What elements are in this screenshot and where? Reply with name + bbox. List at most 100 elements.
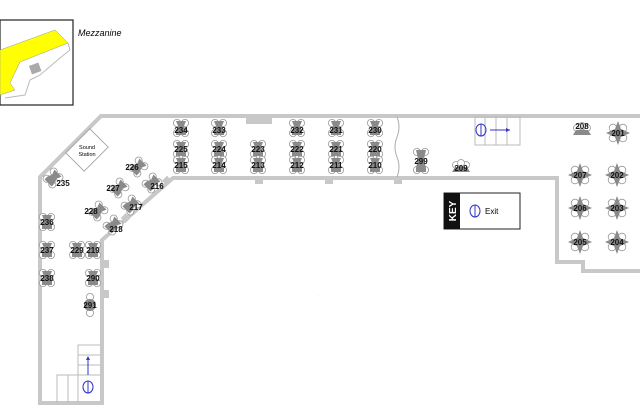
table-227[interactable]: 227 [106, 177, 130, 200]
table-shape [211, 139, 227, 158]
exit-icon [469, 204, 481, 218]
table-shape [173, 118, 189, 137]
table-shape [127, 156, 149, 178]
table-label: 232 [290, 126, 304, 135]
table-shape [39, 268, 55, 287]
table-shape [328, 139, 344, 158]
table-shape [328, 155, 344, 174]
table-shape [39, 212, 55, 231]
table-291[interactable]: 291 [83, 292, 97, 317]
table-210[interactable]: 210 [367, 155, 383, 174]
svg-text:Station: Station [78, 152, 95, 158]
table-label: 205 [573, 238, 587, 247]
table-shape [367, 118, 383, 137]
key-exit-label: Exit [485, 207, 499, 216]
table-208[interactable]: 208 [573, 122, 591, 135]
table-221[interactable]: 221 [328, 139, 344, 158]
table-label: 218 [109, 225, 123, 234]
table-233[interactable]: 233 [211, 118, 227, 137]
table-223[interactable]: 223 [250, 139, 266, 158]
table-label: 234 [174, 126, 188, 135]
table-218[interactable]: 218 [102, 214, 125, 237]
table-236[interactable]: 236 [39, 212, 55, 231]
table-label: 230 [368, 126, 382, 135]
table-shape [211, 155, 227, 174]
table-shape [568, 230, 592, 254]
table-label: 228 [84, 207, 98, 216]
table-222[interactable]: 222 [289, 139, 305, 158]
table-220[interactable]: 220 [367, 139, 383, 158]
table-209[interactable]: 209 [452, 159, 470, 174]
table-label: 233 [212, 126, 226, 135]
table-label: 231 [329, 126, 343, 135]
table-shape [42, 167, 64, 189]
table-211[interactable]: 211 [328, 155, 344, 174]
table-shape [102, 214, 124, 236]
table-label: 204 [610, 238, 624, 247]
table-225[interactable]: 225 [173, 139, 189, 158]
stairs-top [474, 116, 521, 146]
table-219[interactable]: 219 [85, 240, 101, 259]
walls [38, 114, 640, 405]
table-shape [250, 155, 266, 174]
table-234[interactable]: 234 [173, 118, 189, 137]
table-290[interactable]: 290 [85, 268, 101, 287]
chair [457, 159, 465, 167]
table-212[interactable]: 212 [289, 155, 305, 174]
chair [578, 122, 586, 130]
table-shape [85, 268, 101, 287]
table-228[interactable]: 228 [84, 200, 109, 223]
table-shape [141, 172, 163, 194]
table-207[interactable]: 207 [568, 163, 592, 187]
table-299[interactable]: 299 [413, 147, 429, 174]
table-label: 235 [56, 179, 70, 188]
table-201[interactable]: 201 [606, 121, 630, 145]
table-shape [108, 177, 130, 199]
table-217[interactable]: 217 [120, 194, 144, 217]
table-shape [605, 196, 629, 220]
table-235[interactable]: 235 [42, 167, 71, 190]
divider [394, 116, 400, 178]
table-label: 208 [575, 122, 589, 131]
key-title: KEY [448, 200, 459, 221]
exit-icon[interactable] [82, 356, 94, 394]
table-shape [39, 240, 55, 259]
table-206[interactable]: 206 [568, 196, 592, 220]
table-231[interactable]: 231 [328, 118, 344, 137]
table-shape [568, 163, 592, 187]
table-shape [173, 139, 189, 158]
exit-icon[interactable] [475, 123, 510, 137]
table-shape [289, 139, 305, 158]
table-216[interactable]: 216 [141, 172, 165, 195]
table-label: 229 [70, 246, 84, 255]
table-203[interactable]: 203 [605, 196, 629, 220]
table-label: 210 [368, 161, 382, 170]
table-237[interactable]: 237 [39, 240, 55, 259]
table-shape [328, 118, 344, 137]
table-204[interactable]: 204 [605, 230, 629, 254]
table-shape [69, 240, 85, 259]
table-229[interactable]: 229 [69, 240, 85, 259]
table-215[interactable]: 215 [173, 155, 189, 174]
table-238[interactable]: 238 [39, 268, 55, 287]
table-214[interactable]: 214 [211, 155, 227, 174]
table-shape [211, 118, 227, 137]
table-226[interactable]: 226 [125, 156, 149, 179]
table-label: 226 [125, 163, 139, 172]
table-213[interactable]: 213 [250, 155, 266, 174]
table-label: 207 [573, 171, 587, 180]
table-shape [87, 200, 109, 222]
table-202[interactable]: 202 [605, 163, 629, 187]
table-232[interactable]: 232 [289, 118, 305, 137]
table-230[interactable]: 230 [367, 118, 383, 137]
table-205[interactable]: 205 [568, 230, 592, 254]
table-224[interactable]: 224 [211, 139, 227, 158]
table-label: 203 [610, 204, 624, 213]
map-key: KEY Exit [443, 192, 521, 230]
table-shape [120, 194, 142, 216]
table-label: 238 [40, 274, 54, 283]
table-label: 209 [454, 164, 468, 173]
table-label: 212 [290, 161, 304, 170]
table-label: 216 [150, 182, 164, 191]
table-label: 213 [251, 161, 265, 170]
